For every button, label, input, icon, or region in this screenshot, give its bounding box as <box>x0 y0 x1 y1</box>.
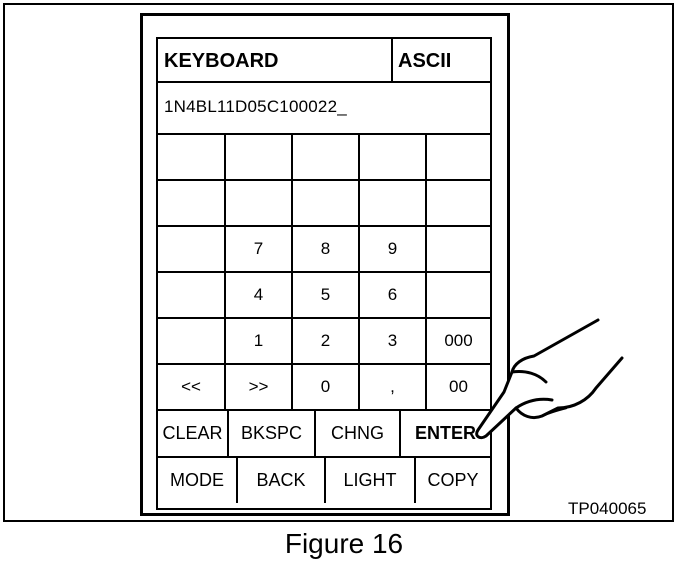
figure-code: TP040065 <box>568 499 647 518</box>
key-blank[interactable] <box>360 181 427 227</box>
key-9[interactable]: 9 <box>360 227 427 273</box>
figure-frame <box>3 3 674 522</box>
key-5[interactable]: 5 <box>293 273 360 319</box>
back-button[interactable]: BACK <box>238 458 326 503</box>
change-button[interactable]: CHNG <box>316 411 401 456</box>
mode-button[interactable]: MODE <box>158 458 238 503</box>
key-blank[interactable] <box>158 273 226 319</box>
key-blank[interactable] <box>158 135 226 181</box>
enter-button[interactable]: ENTER <box>414 423 476 443</box>
function-row-2: MODE BACK LIGHT COPY <box>158 458 490 505</box>
pointing-hand-icon <box>475 318 624 440</box>
key-blank[interactable] <box>427 273 490 319</box>
key-4[interactable]: 4 <box>226 273 293 319</box>
key-blank[interactable] <box>158 181 226 227</box>
key-blank[interactable] <box>226 135 293 181</box>
entry-value: 1N4BL11D05C100022_ <box>164 97 347 116</box>
clear-button[interactable]: CLEAR <box>158 411 229 456</box>
function-row-1: CLEAR BKSPC CHNG ENTER <box>158 411 490 458</box>
key-00[interactable]: 00 <box>427 365 490 411</box>
key-8[interactable]: 8 <box>293 227 360 273</box>
key-ltlt[interactable]: << <box>158 365 226 411</box>
key-gtgt[interactable]: >> <box>226 365 293 411</box>
key-blank[interactable] <box>293 181 360 227</box>
key-blank[interactable] <box>427 135 490 181</box>
key-2[interactable]: 2 <box>293 319 360 365</box>
key-blank[interactable] <box>427 227 490 273</box>
key-1[interactable]: 1 <box>226 319 293 365</box>
input-mode-indicator: ASCII <box>398 50 452 72</box>
key-blank[interactable] <box>226 181 293 227</box>
copy-button[interactable]: COPY <box>427 470 479 490</box>
key-6[interactable]: 6 <box>360 273 427 319</box>
figure-caption: Figure 16 <box>284 528 404 559</box>
key-7[interactable]: 7 <box>226 227 293 273</box>
key-3[interactable]: 3 <box>360 319 427 365</box>
key-blank[interactable] <box>158 227 226 273</box>
key-blank[interactable] <box>158 319 226 365</box>
key-000[interactable]: 000 <box>427 319 490 365</box>
key-blank[interactable] <box>360 135 427 181</box>
backspace-button[interactable]: BKSPC <box>229 411 316 456</box>
key-comma[interactable]: , <box>360 365 427 411</box>
header-divider <box>391 39 393 81</box>
light-button[interactable]: LIGHT <box>326 458 416 503</box>
screen-header: KEYBOARD ASCII <box>158 39 490 83</box>
key-0[interactable]: 0 <box>293 365 360 411</box>
key-blank[interactable] <box>293 135 360 181</box>
screen-title: KEYBOARD <box>164 50 279 72</box>
entry-field[interactable]: 1N4BL11D05C100022_ <box>158 83 490 135</box>
key-blank[interactable] <box>427 181 490 227</box>
